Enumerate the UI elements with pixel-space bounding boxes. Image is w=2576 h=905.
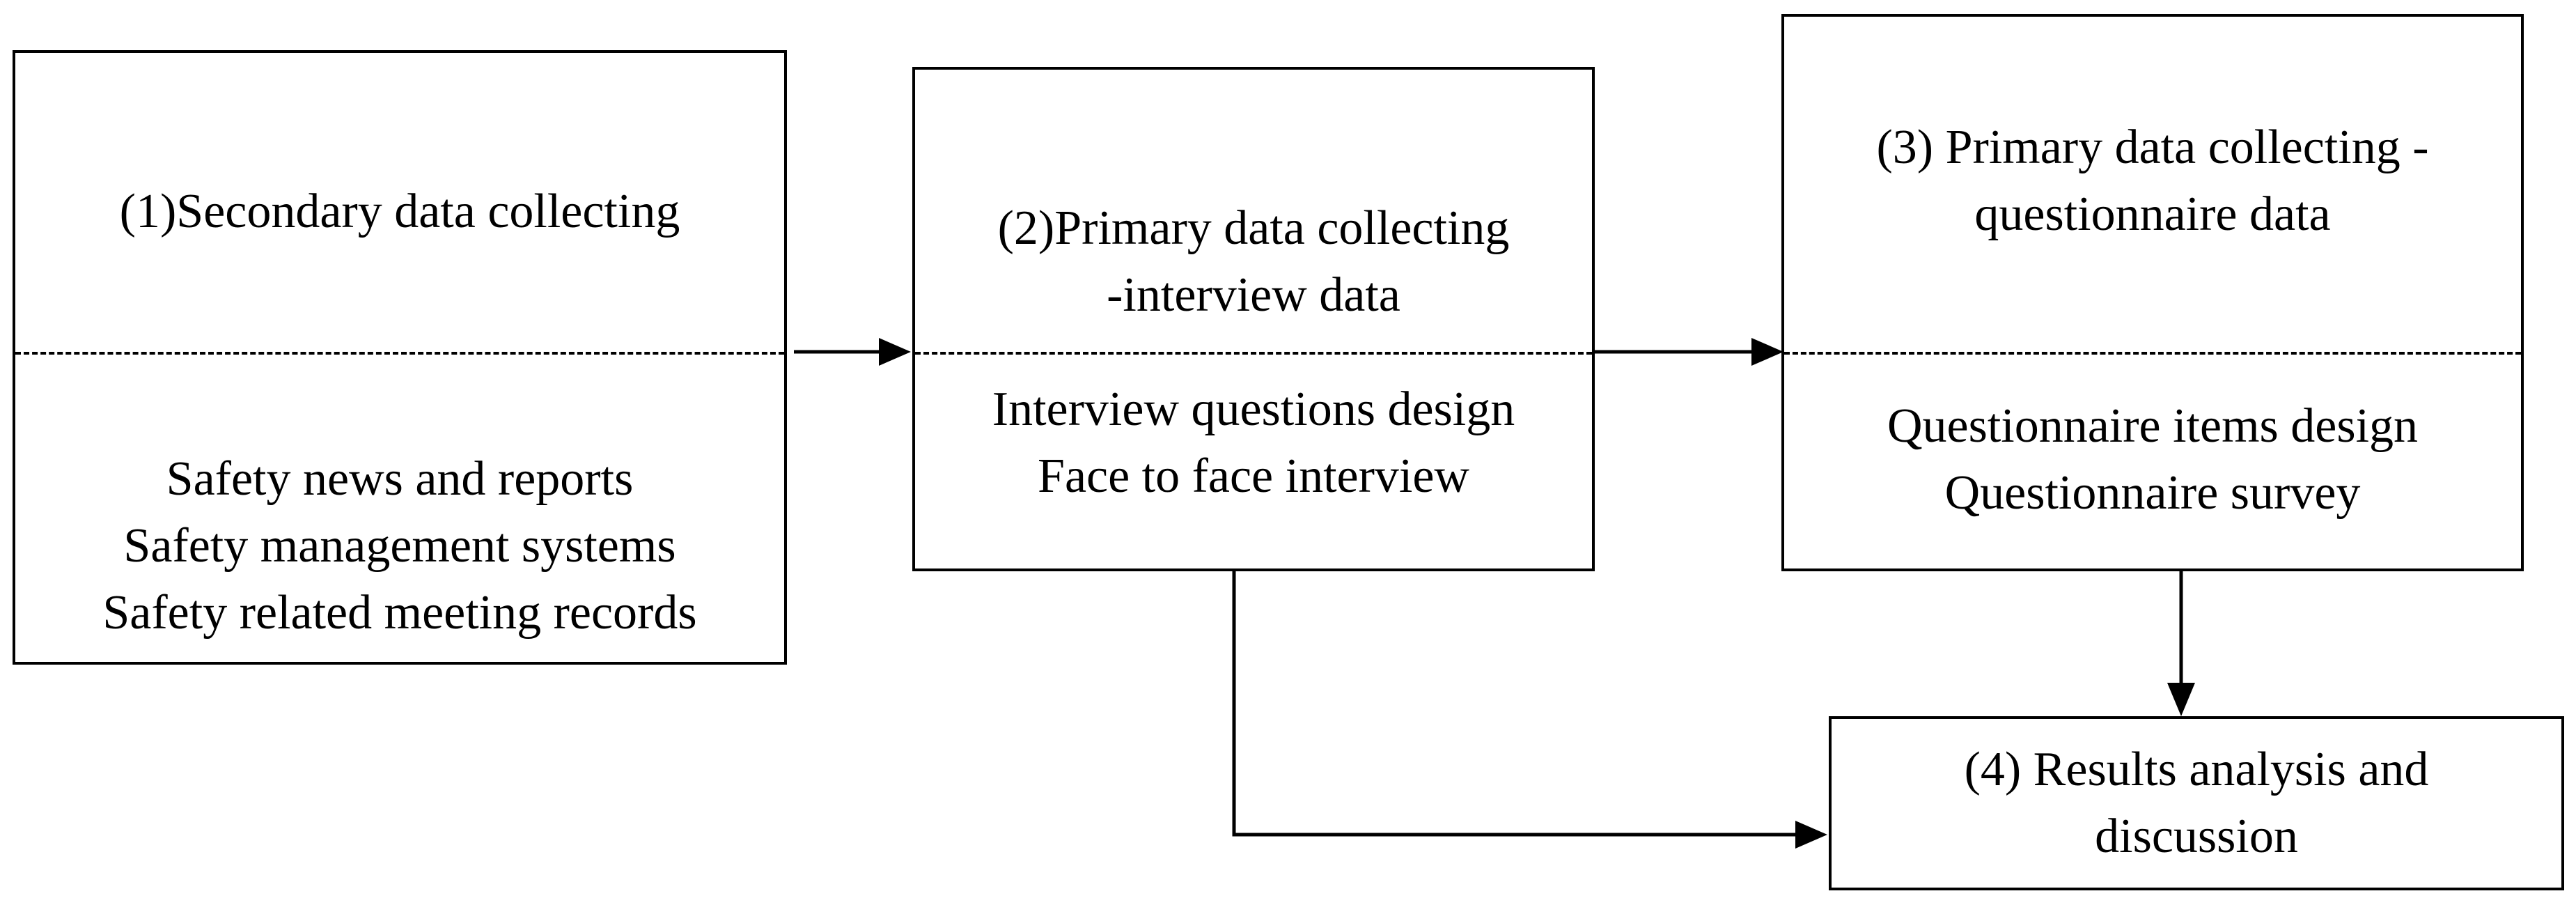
questionnaire-data-items: Questionnaire items design Questionnaire…	[1784, 393, 2521, 527]
secondary-data-divider	[15, 352, 784, 355]
interview-data-box: (2)Primary data collecting -interview da…	[912, 67, 1595, 571]
arrowhead-2-to-4	[1795, 821, 1827, 849]
secondary-item-systems: Safety management systems	[123, 519, 676, 573]
questionnaire-item-survey: Questionnaire survey	[1944, 466, 2361, 520]
arrowhead-3-to-4	[2167, 683, 2195, 716]
results-analysis-box: (4) Results analysis and discussion	[1829, 716, 2564, 890]
secondary-item-records: Safety related meeting records	[102, 586, 697, 640]
questionnaire-data-divider	[1784, 352, 2521, 355]
results-analysis-title: (4) Results analysis and discussion	[1964, 743, 2429, 863]
secondary-data-title: (1)Secondary data collecting	[119, 185, 680, 238]
secondary-data-items: Safety news and reports Safety managemen…	[15, 446, 784, 647]
secondary-item-news: Safety news and reports	[166, 452, 634, 506]
interview-data-divider	[915, 352, 1592, 355]
questionnaire-item-design: Questionnaire items design	[1887, 399, 2419, 453]
interview-item-face-to-face: Face to face interview	[1038, 449, 1469, 503]
interview-item-design: Interview questions design	[992, 382, 1515, 436]
questionnaire-data-box: (3) Primary data collecting - questionna…	[1781, 14, 2524, 571]
secondary-data-box: (1)Secondary data collecting Safety news…	[13, 50, 787, 665]
interview-data-items: Interview questions design Face to face …	[915, 376, 1592, 510]
arrowhead-1-to-2	[879, 338, 911, 366]
arrowhead-2-to-3	[1751, 338, 1783, 366]
interview-data-title: (2)Primary data collecting -interview da…	[997, 201, 1510, 322]
connector-2-to-4	[1232, 571, 1795, 837]
questionnaire-data-title: (3) Primary data collecting - questionna…	[1876, 121, 2429, 241]
